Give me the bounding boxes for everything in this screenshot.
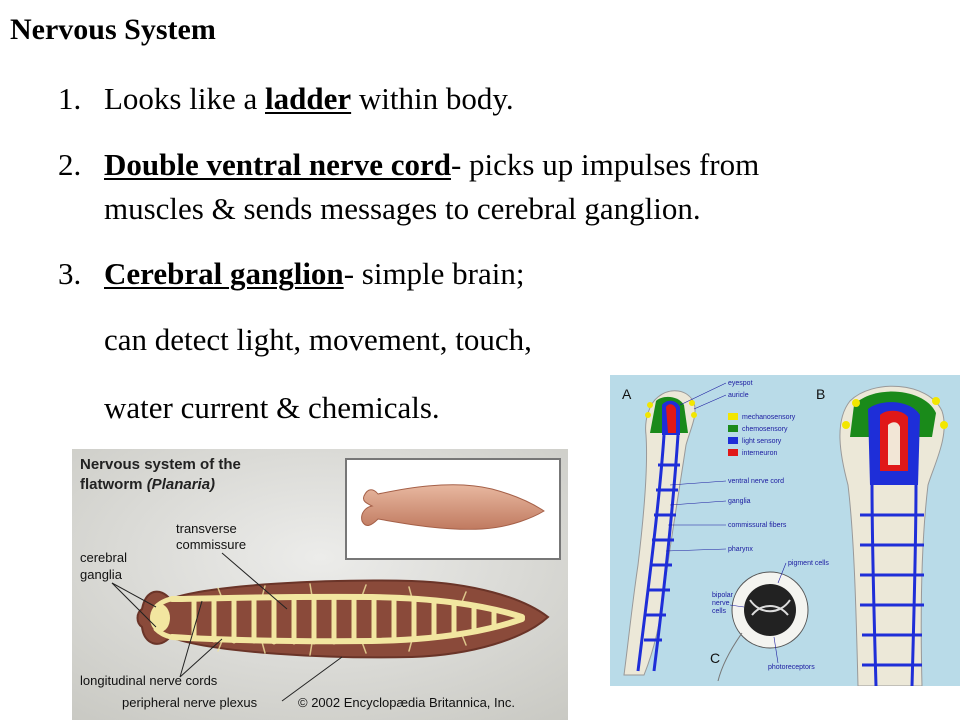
item-1-number: 1. [58,81,82,116]
legend-interneuron: interneuron [742,450,778,457]
planaria-sensory-diagram: A B C eyespot auricle ventral nerve cord… [610,375,960,686]
legend-chemosensory: chemosensory [742,426,788,433]
figure-right-leader-lines [665,382,787,664]
legend-swatch-chemosensory [728,425,738,432]
item-2-term: Double ventral nerve cord [104,147,451,182]
label-ganglia: ganglia [80,567,123,582]
legend-swatch-mechanosensory [728,413,738,420]
item-2-number: 2. [58,147,82,182]
label-pigment: pigment cells [788,560,829,567]
figure-left-leader-lines [111,552,343,702]
label-ventral: ventral nerve cord [728,478,784,485]
nerve-ladder [150,583,525,656]
worm-a-interneuron [666,404,676,433]
eye-photoreceptor-lines [749,599,791,616]
label-commissure: commissure [176,537,246,552]
label-pharynx: pharynx [728,546,753,553]
item-3: Cerebral ganglion- simple brain; [104,256,524,292]
item-3-continuation: can detect light, movement, touch, [104,322,532,357]
label-bipolar: bipolar [712,592,734,599]
slide-title: Nervous System [10,13,216,46]
label-photoreceptors: photoreceptors [768,664,815,671]
sensory-legend: mechanosensory chemosensory light sensor… [728,413,796,457]
item-2-post: - picks up impulses from [450,147,760,182]
eye-pigment-cup [744,584,796,636]
copyright-text: © 2002 Encyclopædia Britannica, Inc. [298,695,515,710]
panel-a-letter: A [622,386,632,402]
item-2: Double ventral nerve cord- picks up impu… [104,147,759,183]
legend-swatch-light [728,437,738,444]
label-transverse: transverse [176,521,237,536]
inset-worm [361,484,545,530]
panel-b-letter: B [816,386,825,402]
label-longitudinal: longitudinal nerve cords [80,673,218,688]
label-commissural: commissural fibers [728,522,787,529]
item-3-continuation-2: water current & chemicals. [104,390,440,425]
item-1: Looks like a ladder within body. [104,81,514,117]
legend-light: light sensory [742,438,782,445]
item-1-post: within body. [351,81,514,116]
worm-a-nerves [636,434,680,672]
figure-left-title-line2: flatworm (Planaria) [80,476,215,493]
worm-a-mechanosensory [645,400,697,418]
item-3-term: Cerebral ganglion [104,256,344,291]
label-nerve: nerve [712,600,730,607]
item-1-term: ladder [265,81,352,116]
legend-mechanosensory: mechanosensory [742,414,796,421]
worm-b-center [888,422,900,465]
item-3-post: - simple brain; [343,256,525,291]
panel-c-letter: C [710,650,720,666]
planaria-nervous-system-figure: Nervous system of the flatworm (Planaria… [72,449,568,720]
item-1-pre: Looks like a [104,81,265,116]
eye-nerve-bundle [717,632,743,682]
worm-b-mechanosensory [842,397,948,429]
legend-swatch-interneuron [728,449,738,456]
item-3-number: 3. [58,256,82,291]
worm-b-nerves [860,482,924,686]
label-peripheral: peripheral nerve plexus [122,695,258,710]
label-auricle: auricle [728,392,749,399]
figure-left-title-word: flatworm [80,476,143,493]
label-eyespot: eyespot [728,380,753,387]
figure-left-title-line1: Nervous system of the [80,456,241,473]
label-cerebral: cerebral [80,550,127,565]
label-ganglia-right: ganglia [728,498,751,505]
label-cells: cells [712,608,727,615]
figure-left-title-italic: (Planaria) [147,476,215,493]
item-2-continuation: muscles & sends messages to cerebral gan… [104,191,701,226]
